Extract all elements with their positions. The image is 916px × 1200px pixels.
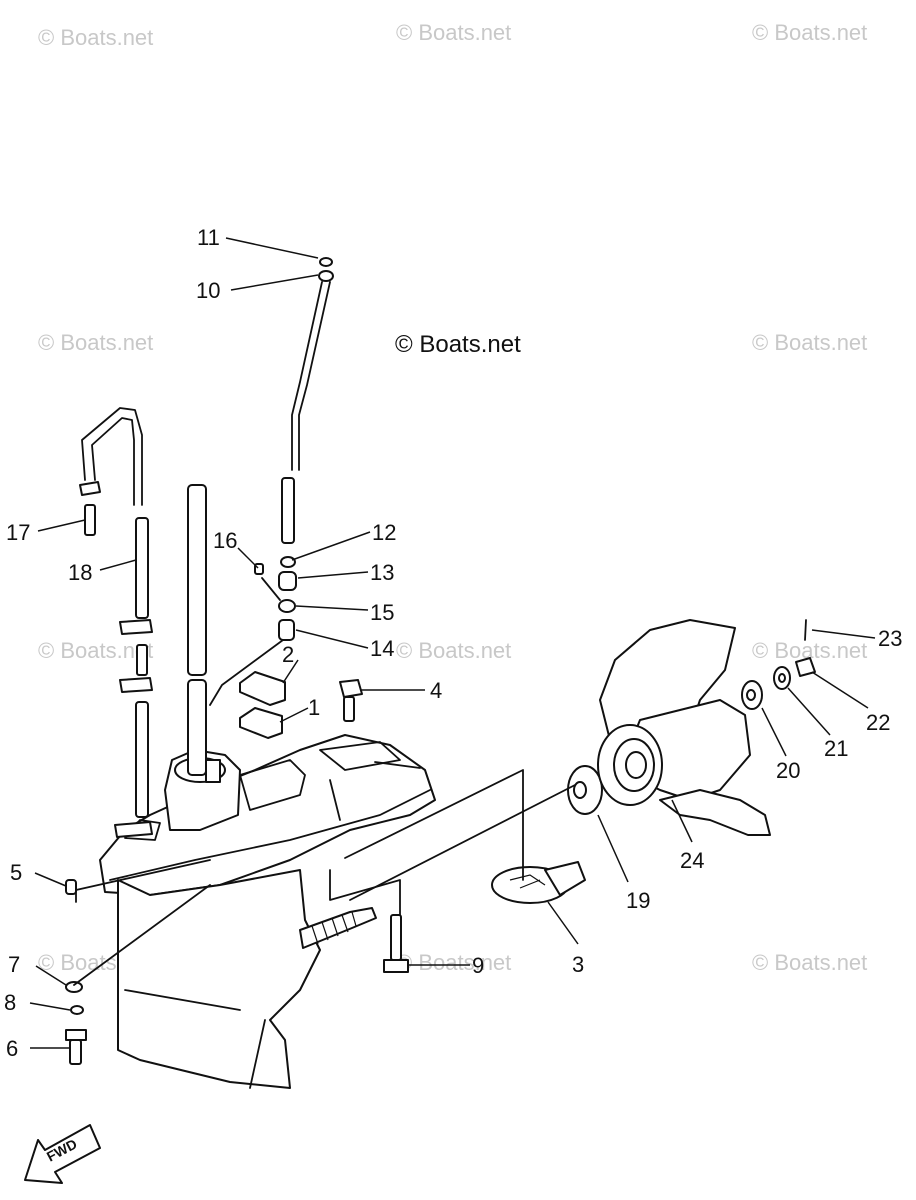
watermark: © Boats.net [752,330,867,355]
callout-5: 5 [10,860,22,885]
bolt-washers-6-7-8 [65,981,87,1065]
callout-23: 23 [878,626,902,651]
callout-11: 11 [197,225,220,250]
water-tube-18 [81,407,149,818]
callout-14: 14 [370,636,394,661]
callout-6: 6 [6,1036,18,1061]
callout-labels: 11 10 12 13 15 14 16 17 18 2 1 4 5 7 8 6… [4,225,902,1061]
callout-12: 12 [372,520,396,545]
watermark: © Boats.net [752,950,867,975]
plug-5 [65,879,77,895]
callout-16: 16 [213,528,237,553]
callout-10: 10 [196,278,220,303]
callout-18: 18 [68,560,92,585]
anode-plates [239,671,286,739]
shift-rod [281,257,334,544]
drive-shaft [187,484,207,776]
leader-lines [29,237,876,1049]
callout-22: 22 [866,710,890,735]
callout-21: 21 [824,736,848,761]
propeller-24 [597,619,771,836]
callout-8: 8 [4,990,16,1015]
callout-4: 4 [430,678,442,703]
bolt-4 [339,679,363,722]
callout-24: 24 [680,848,704,873]
watermark: © Boats.net [396,638,511,663]
callout-9: 9 [472,953,484,978]
callout-15: 15 [370,600,394,625]
watermark: © Boats.net [752,20,867,45]
callout-2: 2 [282,642,294,667]
watermark: © Boats.net [38,330,153,355]
callout-19: 19 [626,888,650,913]
callout-17: 17 [6,520,30,545]
callout-1: 1 [308,695,320,720]
fwd-arrow: FWD [24,1124,101,1184]
callout-3: 3 [572,952,584,977]
thrust-washer-19 [567,765,603,815]
shift-rod-bushings [254,556,297,641]
lower-unit-housing [99,734,436,1089]
assembly-lines [73,577,576,986]
watermark: © Boats.net [396,20,511,45]
prop-hardware-20-23 [741,619,816,710]
trim-tab-3 [491,861,586,904]
callout-7: 7 [8,952,20,977]
watermark: © Boats.net [38,25,153,50]
watermark: © Boats.net [38,638,153,663]
callout-13: 13 [370,560,394,585]
callout-20: 20 [776,758,800,783]
watermark: © Boats.net [396,950,511,975]
bolt-9 [383,914,409,973]
joint-17 [79,481,153,838]
center-watermark: © Boats.net [395,331,521,358]
